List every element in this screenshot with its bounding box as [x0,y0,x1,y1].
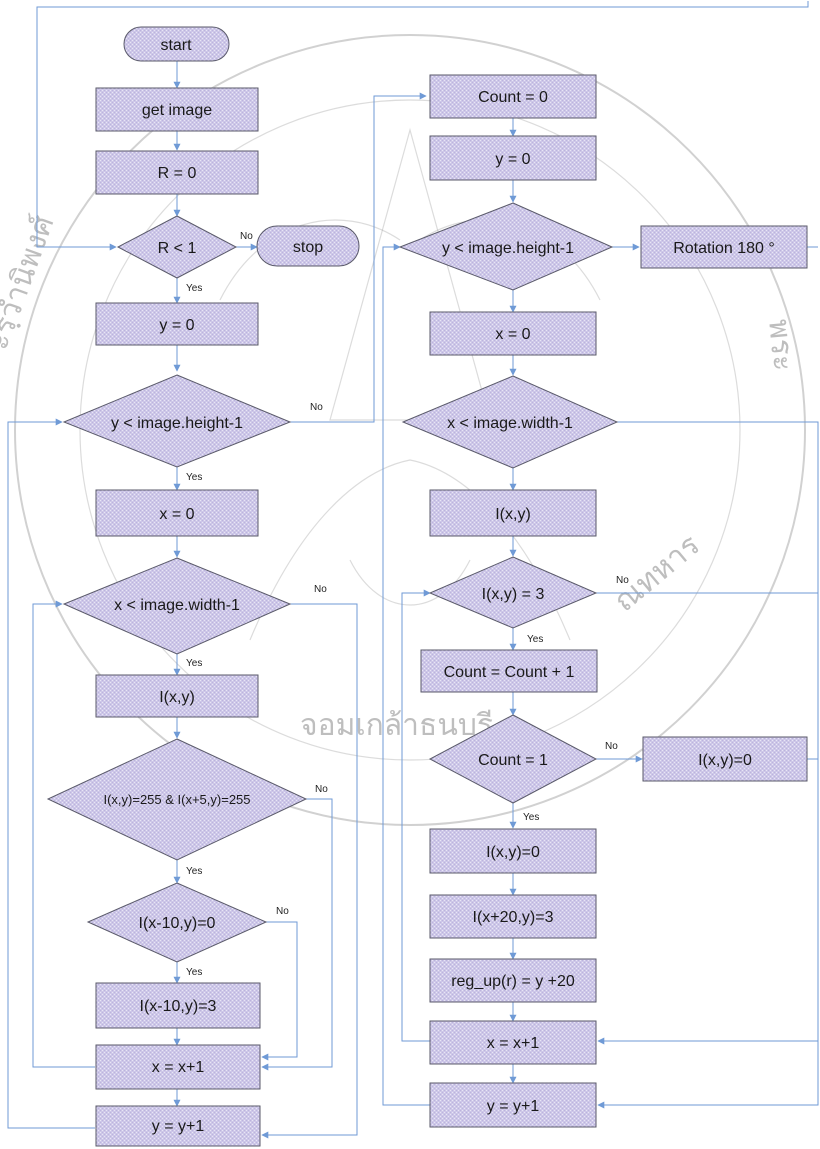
x-width-decision[interactable]: x < image.width-1 [64,558,290,654]
y-zero-process[interactable]: y = 0 [96,303,258,345]
r-x-width-text: x < image.width-1 [447,415,573,432]
watermark-text-left: ะรฺวำนิพงศ์ [0,211,62,354]
rotation-process[interactable]: Rotation 180 ° [641,226,807,268]
x-inc-text: x = x+1 [152,1059,205,1076]
no-label: No [605,741,618,752]
y-height-decision[interactable]: y < image.height-1 [64,375,290,467]
watermark-text-right: พระ [761,318,800,373]
no-label: No [315,784,328,795]
r-y-height-decision[interactable]: y < image.height-1 [400,203,612,290]
ixy-zero-process[interactable]: I(x,y)=0 [430,829,596,873]
rotation-text: Rotation 180 ° [673,240,775,257]
ixy-eq3-text: I(x,y) = 3 [482,586,545,603]
y-height-text: y < image.height-1 [111,415,243,432]
r-ixy-process[interactable]: I(x,y) [430,490,596,536]
r-y-inc-text: y = y+1 [487,1098,540,1115]
r-x-inc-process[interactable]: x = x+1 [430,1021,596,1064]
yes-label: Yes [186,658,202,669]
yes-label: Yes [523,812,539,823]
count-eq1-text: Count = 1 [478,752,548,769]
r-y-zero-text: y = 0 [495,151,530,168]
ixy-zero-side-process[interactable]: I(x,y)=0 [643,737,807,781]
x-zero-text: x = 0 [159,506,194,523]
yes-label: Yes [186,472,202,483]
yes-label: Yes [527,634,543,645]
r-lt-1-decision[interactable]: R < 1 [118,216,236,278]
left-nodes: start get image R = 0 R < 1 stop y = 0 y… [48,27,359,1146]
r-x-zero-text: x = 0 [495,326,530,343]
ixy-zero-text: I(x,y)=0 [486,844,540,861]
no-label: No [240,231,253,242]
y-inc-process[interactable]: y = y+1 [96,1106,260,1146]
reg-up-text: reg_up(r) = y +20 [451,973,575,990]
r-y-height-text: y < image.height-1 [442,240,574,257]
x-zero-process[interactable]: x = 0 [96,490,258,536]
start-terminator[interactable]: start [124,27,229,61]
ixy-eq3-decision[interactable]: I(x,y) = 3 [430,557,596,628]
watermark-text-bottom: จอมเกล้าธนบุรี [300,708,493,744]
start-text: start [160,37,192,54]
r-ixy-text: I(x,y) [495,506,531,523]
ixy-process[interactable]: I(x,y) [96,675,258,717]
count-inc-process[interactable]: Count = Count + 1 [421,650,597,692]
yes-label: Yes [186,866,202,877]
get-image-process[interactable]: get image [96,88,258,131]
watermark-text-right-low: ณทหาร [607,528,706,619]
reg-up-process[interactable]: reg_up(r) = y +20 [430,959,596,1002]
yes-label: Yes [186,283,202,294]
xm10-zero-decision[interactable]: I(x-10,y)=0 [88,883,266,962]
no-label: No [276,906,289,917]
yes-label: Yes [186,967,202,978]
xm10-set-text: I(x-10,y)=3 [140,998,217,1015]
r-x-zero-process[interactable]: x = 0 [430,312,596,355]
no-label: No [310,402,323,413]
r-y-zero-process[interactable]: y = 0 [430,136,596,180]
count-zero-text: Count = 0 [478,89,548,106]
xp20-set-text: I(x+20,y)=3 [473,909,554,926]
xp20-set-process[interactable]: I(x+20,y)=3 [430,895,596,938]
ixy-text: I(x,y) [159,689,195,706]
count-zero-process[interactable]: Count = 0 [430,75,596,118]
y-inc-text: y = y+1 [152,1118,205,1135]
xm10-zero-text: I(x-10,y)=0 [139,915,216,932]
r-lt-1-text: R < 1 [158,240,197,257]
stop-text: stop [293,239,323,256]
x-inc-process[interactable]: x = x+1 [96,1045,260,1089]
r-zero-process[interactable]: R = 0 [96,151,258,194]
right-nodes: Count = 0 y = 0 y < image.height-1 Rotat… [400,75,807,1127]
y-zero-text: y = 0 [159,317,194,334]
xm10-set-process[interactable]: I(x-10,y)=3 [96,983,260,1028]
x-width-text: x < image.width-1 [114,597,240,614]
r-x-inc-text: x = x+1 [487,1035,540,1052]
pixel-255-text: I(x,y)=255 & I(x+5,y)=255 [103,792,250,807]
r-x-width-decision[interactable]: x < image.width-1 [403,376,617,468]
ixy-zero-side-text: I(x,y)=0 [698,752,752,769]
r-zero-text: R = 0 [158,165,197,182]
get-image-text: get image [142,102,212,119]
count-inc-text: Count = Count + 1 [444,664,575,681]
pixel-255-decision[interactable]: I(x,y)=255 & I(x+5,y)=255 [48,739,306,860]
no-label: No [314,584,327,595]
no-label: No [616,575,629,586]
stop-terminator[interactable]: stop [257,226,359,266]
r-y-inc-process[interactable]: y = y+1 [430,1083,596,1127]
